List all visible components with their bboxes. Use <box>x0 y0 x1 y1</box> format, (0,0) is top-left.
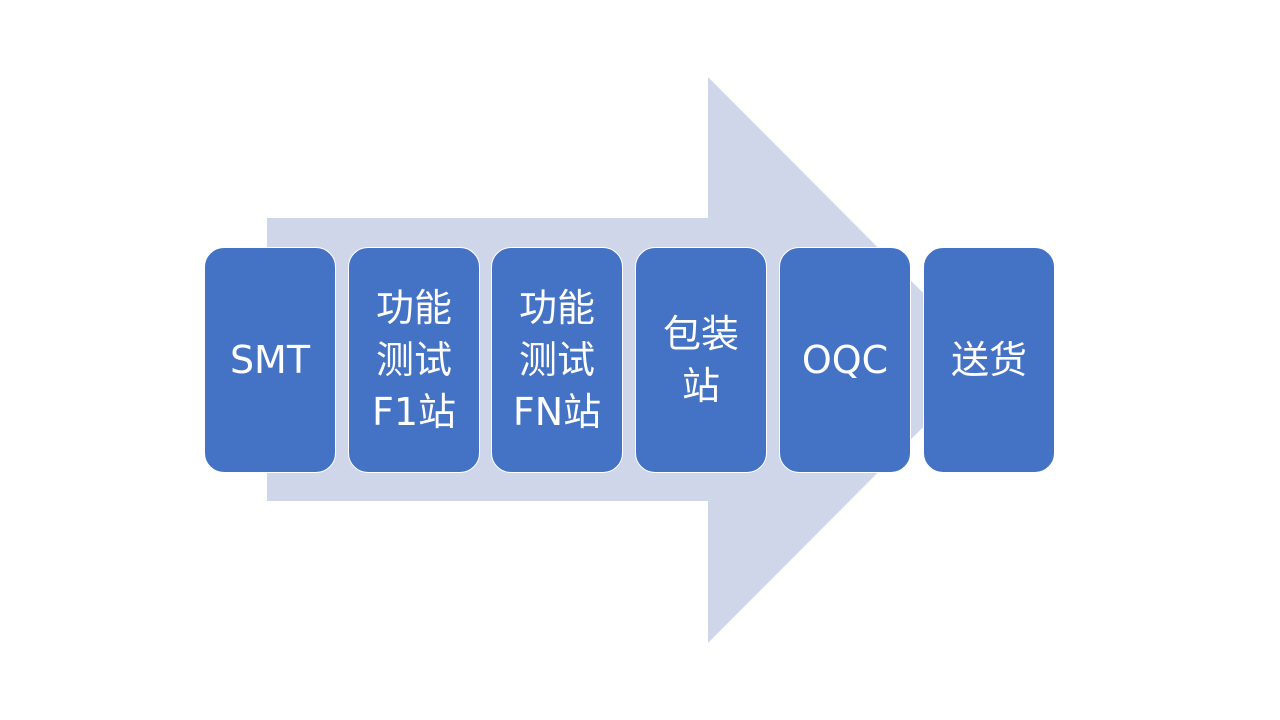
step-label-line: FN站 <box>512 390 602 434</box>
background-arrow-shape <box>267 77 990 643</box>
step-label: 功能 测试 FN站 <box>513 282 601 438</box>
step-label: SMT <box>230 334 310 386</box>
step-label: 送货 <box>951 334 1027 386</box>
step-label: OQC <box>802 334 888 386</box>
step-label-line: 测试 <box>518 338 595 382</box>
step-function-test-f1: 功能 测试 F1站 <box>348 247 480 473</box>
step-label-line: OQC <box>801 338 889 382</box>
step-label-line: 测试 <box>375 338 452 382</box>
step-label-line: 站 <box>681 364 720 408</box>
step-label-line: 功能 <box>518 286 595 330</box>
step-label-line: 功能 <box>375 286 452 330</box>
step-delivery: 送货 <box>923 247 1055 473</box>
step-label-line: 送货 <box>950 338 1027 382</box>
step-label-line: 包装 <box>662 312 739 356</box>
step-label: 功能 测试 F1站 <box>372 282 456 438</box>
step-packaging: 包装 站 <box>635 247 767 473</box>
step-oqc: OQC <box>779 247 911 473</box>
step-label-line: SMT <box>229 338 311 382</box>
step-label-line: F1站 <box>371 390 457 434</box>
step-smt: SMT <box>204 247 336 473</box>
step-function-test-fn: 功能 测试 FN站 <box>491 247 623 473</box>
step-label: 包装 站 <box>663 308 739 412</box>
